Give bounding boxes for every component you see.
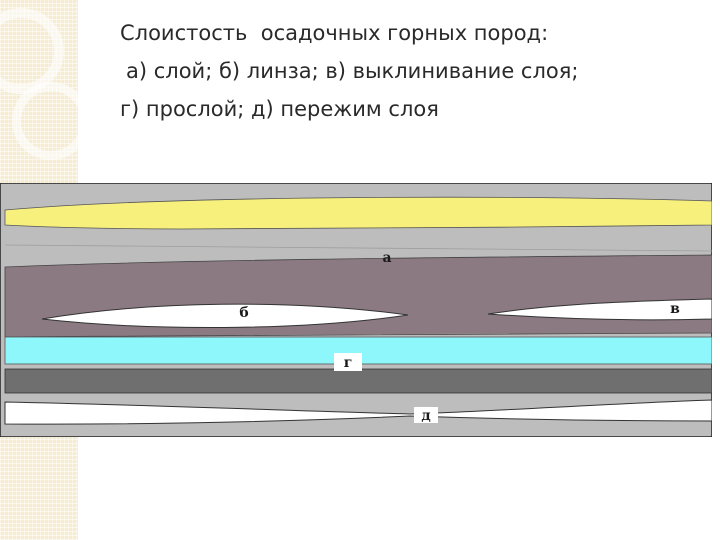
title-line-3: г) прослой; д) пережим слоя [120, 97, 439, 121]
label-a: а [382, 250, 391, 266]
lens-b [41, 303, 409, 329]
label-d-box [414, 407, 438, 423]
pinched-layer-d [4, 399, 712, 425]
label-b: б [239, 305, 248, 321]
decorative-ring-icon [0, 8, 64, 94]
wedge-v [487, 298, 712, 321]
label-v: в [670, 301, 680, 317]
gray-band-line [4, 244, 712, 252]
stratification-diagram: а б в г д [0, 183, 712, 437]
yellow-layer [4, 196, 712, 230]
dark-gray-layer [4, 368, 712, 394]
label-g-box [334, 353, 362, 371]
title-line-1: Слоистость осадочных горных пород: [120, 21, 549, 45]
decorative-ring-icon [12, 82, 90, 160]
slide-title: Слоистость осадочных горных пород: а) сл… [120, 14, 700, 128]
label-g: г [344, 355, 353, 371]
title-line-2: а) слой; б) линза; в) выклинивание слоя; [126, 59, 579, 83]
label-d: д [421, 408, 430, 424]
